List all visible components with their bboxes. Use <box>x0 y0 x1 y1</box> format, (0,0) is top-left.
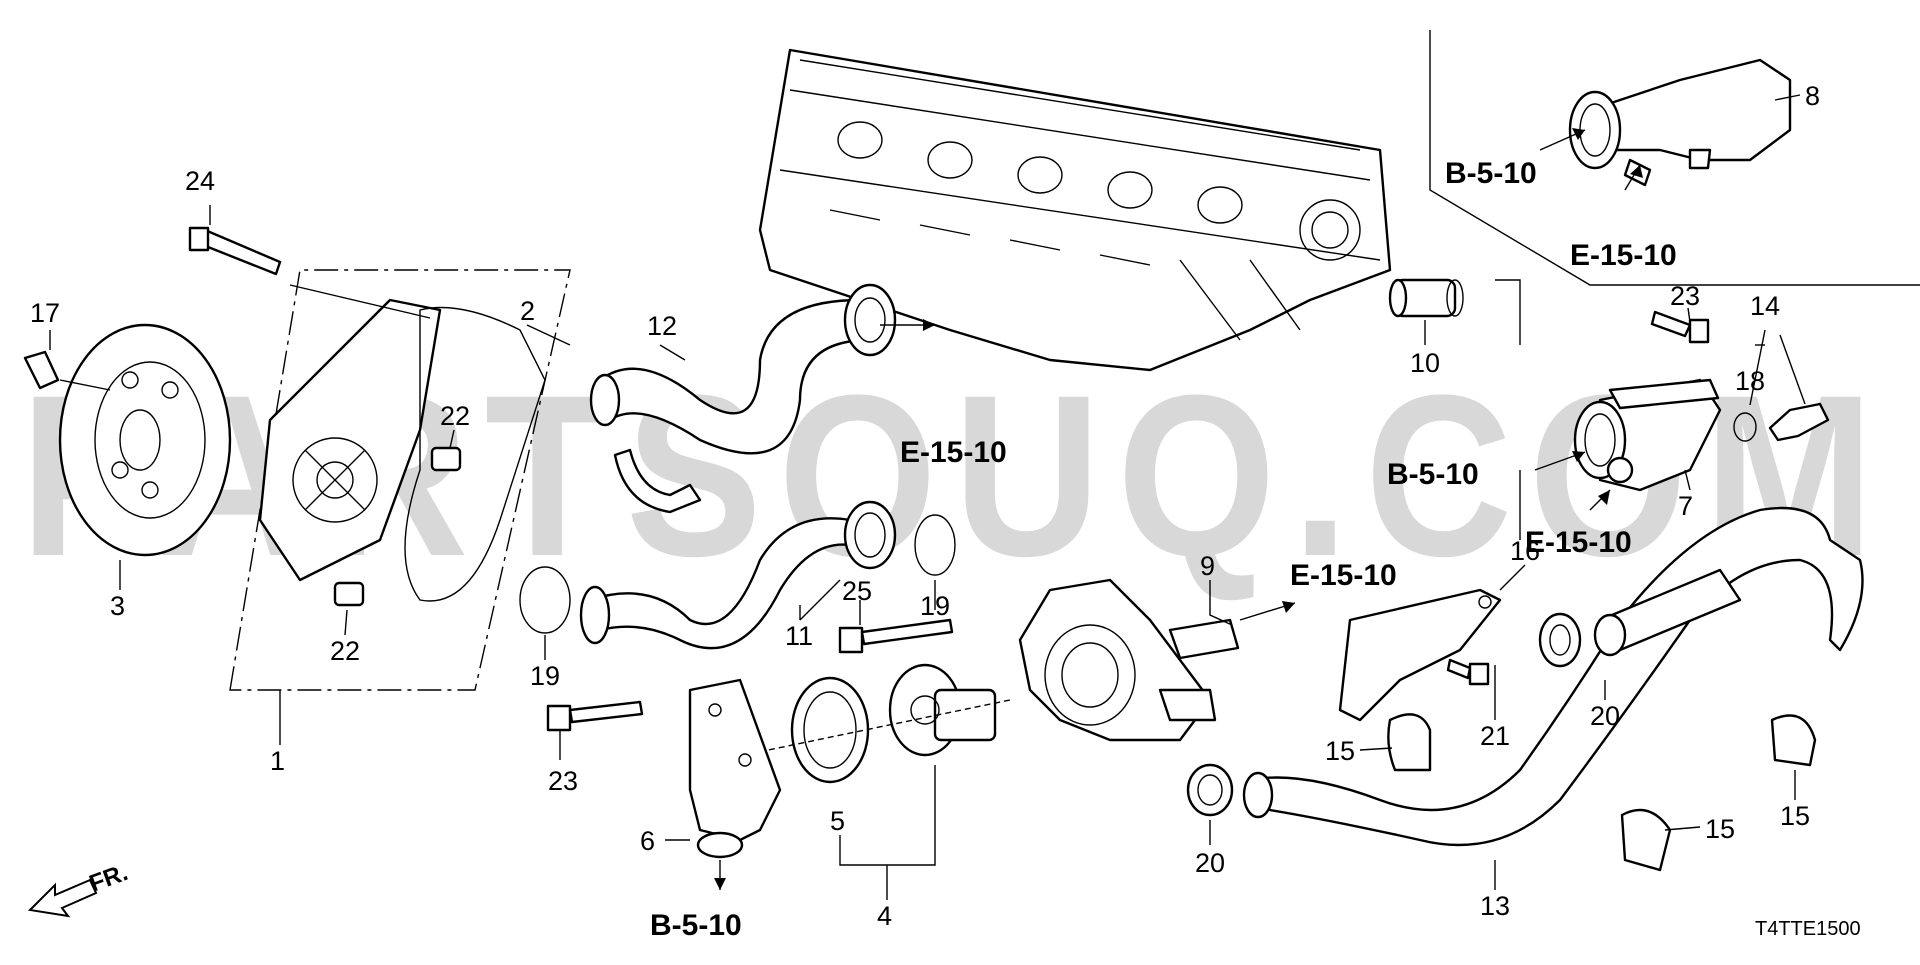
clamp-20-lower <box>1186 763 1234 817</box>
callout-25: 25 <box>842 576 872 606</box>
thermostat <box>888 663 997 757</box>
callout-11: 11 <box>785 621 813 651</box>
callout-23-left: 23 <box>548 766 578 796</box>
callout-19-left: 19 <box>530 661 560 691</box>
callout-15-center: 15 <box>1325 736 1355 766</box>
callout-17: 17 <box>30 298 60 328</box>
callout-20-lower: 20 <box>1195 848 1225 878</box>
dowel-pin-upper <box>430 446 462 472</box>
bolt-23-right <box>1650 310 1710 344</box>
bolt-24 <box>188 226 431 319</box>
o-ring-19-left <box>519 566 571 634</box>
callout-6: 6 <box>640 826 655 856</box>
callout-2: 2 <box>520 296 535 326</box>
inset-border <box>1429 30 1920 286</box>
bolt-25 <box>838 618 954 654</box>
bypass-housing-7 <box>1573 378 1722 492</box>
item1-frame <box>229 269 571 691</box>
short-hose <box>1593 568 1742 657</box>
ref-b-5-10-inset: B-5-10 <box>1445 157 1537 190</box>
clip-15-lower <box>1620 808 1672 872</box>
hose-end-20-right <box>1538 612 1582 668</box>
bolt-17 <box>23 350 111 391</box>
fitting-10 <box>1388 278 1464 318</box>
callout-12: 12 <box>647 311 677 341</box>
thermostat-gasket <box>790 676 870 784</box>
callout-3: 3 <box>110 591 125 621</box>
callout-15-lower: 15 <box>1705 814 1735 844</box>
water-pump <box>258 298 442 582</box>
water-pump-pulley <box>58 323 232 557</box>
direction-label: FR. <box>86 859 132 898</box>
hose-12 <box>589 283 897 514</box>
sensor-14 <box>1768 402 1830 442</box>
callout-13: 13 <box>1480 891 1510 921</box>
callout-19-center: 19 <box>920 591 950 621</box>
callout-10: 10 <box>1410 348 1440 378</box>
callout-15-right: 15 <box>1780 801 1810 831</box>
callout-22-lower: 22 <box>330 636 360 666</box>
cylinder-head <box>758 48 1392 372</box>
callout-8: 8 <box>1805 81 1820 111</box>
dowel-pin-lower <box>333 581 365 607</box>
callout-20-right: 20 <box>1590 701 1620 731</box>
callout-22-upper: 22 <box>440 401 470 431</box>
housing-8 <box>1568 58 1792 187</box>
callout-24: 24 <box>185 166 215 196</box>
clip-15-right <box>1770 714 1817 767</box>
o-ring-19-center <box>914 514 956 576</box>
ref-e-15-10-inset: E-15-10 <box>1570 239 1677 272</box>
leader-lines <box>49 94 1806 900</box>
ref-e-15-10-housing: E-15-10 <box>1290 559 1397 592</box>
callout-21: 21 <box>1480 721 1510 751</box>
clip-15-center <box>1387 713 1432 772</box>
callout-1: 1 <box>270 746 285 776</box>
ref-e-15-10-hose12: E-15-10 <box>900 436 1007 469</box>
callout-18: 18 <box>1735 366 1765 396</box>
callout-7: 7 <box>1678 491 1693 521</box>
bolt-21 <box>1446 658 1490 686</box>
front-direction-arrow: FR. <box>27 859 132 918</box>
bracket-16 <box>1338 588 1502 722</box>
diagram-code: T4TTE1500 <box>1755 918 1861 940</box>
hose-11 <box>579 500 897 650</box>
callout-23-right: 23 <box>1670 281 1700 311</box>
ref-e-15-10-bypass: E-15-10 <box>1525 526 1632 559</box>
callout-16: 16 <box>1510 536 1540 566</box>
water-outlet-6 <box>688 678 782 859</box>
callout-14: 14 <box>1750 291 1780 321</box>
bolt-23-left <box>546 700 644 732</box>
callout-4: 4 <box>877 901 892 931</box>
ref-arrows <box>714 128 1643 890</box>
callout-9: 9 <box>1200 551 1215 581</box>
thermostat-housing <box>1018 578 1240 742</box>
ref-b-5-10-bypass: B-5-10 <box>1387 458 1479 491</box>
ref-b-5-10-outlet: B-5-10 <box>650 909 742 942</box>
callout-5: 5 <box>830 806 845 836</box>
o-ring-18 <box>1733 412 1757 442</box>
pump-gasket <box>404 306 546 602</box>
